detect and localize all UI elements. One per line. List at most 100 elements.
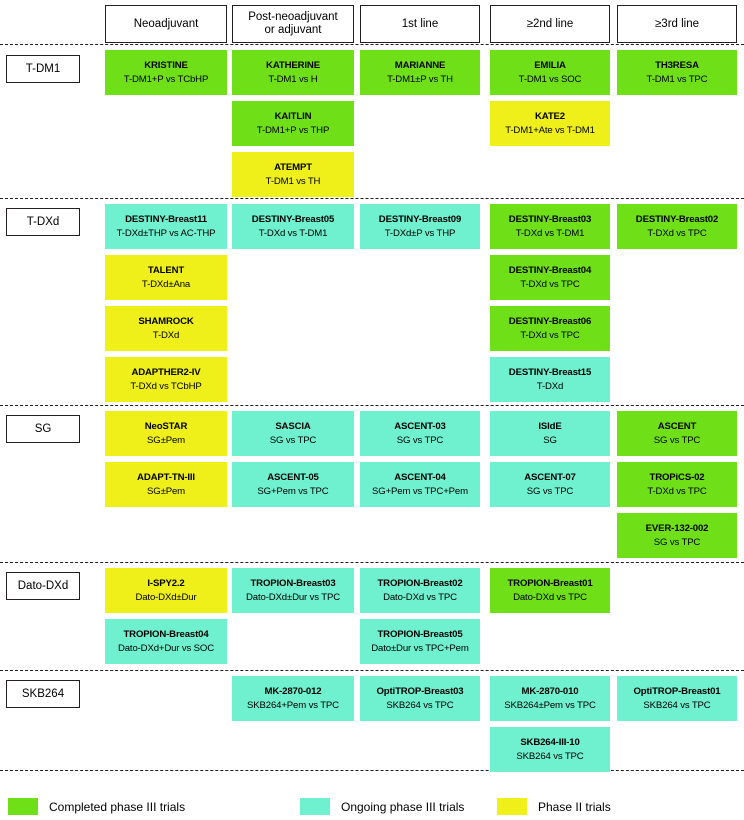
trial-name: I-SPY2.2 bbox=[147, 578, 185, 589]
trial-comparison: SKB264 vs TPC bbox=[516, 751, 584, 762]
trial-comparison: SKB264+Pem vs TPC bbox=[247, 700, 339, 711]
legend-swatch-phase2 bbox=[497, 798, 527, 815]
trial-comparison: Dato-DXd+Dur vs SOC bbox=[117, 643, 215, 654]
trial-name: DESTINY-Breast06 bbox=[508, 316, 592, 327]
trial-name: ASCENT-05 bbox=[267, 472, 319, 483]
trial-comparison: SG vs TPC bbox=[653, 435, 701, 446]
trial-comparison: SG vs TPC bbox=[396, 435, 444, 446]
row-label-skb264: SKB264 bbox=[6, 680, 80, 708]
trial-name: EMILIA bbox=[534, 60, 566, 71]
trial-comparison: SG+Pem vs TPC bbox=[257, 486, 329, 497]
legend-item-ongoing: Ongoing phase III trials bbox=[300, 798, 464, 815]
trial-cell-neostar: NeoSTAR SG±Pem bbox=[105, 411, 227, 456]
column-header-label: Neoadjuvant bbox=[133, 17, 199, 30]
trial-name: MK-2870-010 bbox=[521, 686, 579, 697]
row-label-t-dm1: T-DM1 bbox=[6, 55, 80, 83]
trial-name: ASCENT-07 bbox=[524, 472, 576, 483]
trial-comparison: Dato-DXd±Dur bbox=[135, 592, 197, 603]
trial-name: DESTINY-Breast09 bbox=[378, 214, 462, 225]
trial-comparison: Dato-DXd vs TPC bbox=[513, 592, 587, 603]
trial-comparison: T-DXd±P vs THP bbox=[384, 228, 456, 239]
trial-comparison: Dato-DXd vs TPC bbox=[383, 592, 457, 603]
trial-comparison: SG vs TPC bbox=[526, 486, 574, 497]
trial-name: MK-2870-012 bbox=[264, 686, 322, 697]
trial-name: KRISTINE bbox=[144, 60, 188, 71]
trial-comparison: SG+Pem vs TPC+Pem bbox=[372, 486, 468, 497]
trial-name: TROPION-Breast04 bbox=[123, 629, 209, 640]
trial-comparison: T-DXd vs TPC bbox=[520, 279, 580, 290]
trial-name: TROPION-Breast03 bbox=[250, 578, 336, 589]
trial-name: SHAMROCK bbox=[138, 316, 194, 327]
trial-comparison: T-DM1 vs SOC bbox=[518, 74, 582, 85]
trial-comparison: SG±Pem bbox=[147, 486, 185, 497]
header-divider bbox=[0, 44, 744, 45]
column-header-post-neoadjuvant-or-adjuvant: Post-neoadjuvant or adjuvant bbox=[232, 5, 354, 43]
trial-name: DESTINY-Breast05 bbox=[251, 214, 335, 225]
row-label-t-dxd: T-DXd bbox=[6, 208, 80, 236]
trial-name: NeoSTAR bbox=[144, 421, 188, 432]
trial-comparison: T-DM1 vs TPC bbox=[646, 74, 708, 85]
trial-name: OptiTROP-Breast03 bbox=[376, 686, 464, 697]
row-divider-t-dxd bbox=[0, 405, 744, 406]
row-label-text: T-DM1 bbox=[25, 63, 61, 75]
trial-comparison: SKB264 vs TPC bbox=[386, 700, 454, 711]
trial-comparison: T-DXd vs TPC bbox=[647, 486, 707, 497]
trial-name: SASCIA bbox=[275, 421, 311, 432]
trial-comparison: SG±Pem bbox=[147, 435, 185, 446]
trial-comparison: T-DM1 vs H bbox=[268, 74, 318, 85]
trial-name: OptiTROP-Breast01 bbox=[633, 686, 721, 697]
trial-cell-emilia: EMILIA T-DM1 vs SOC bbox=[490, 50, 610, 95]
trial-name: DESTINY-Breast15 bbox=[508, 367, 592, 378]
trial-comparison: T-DXd bbox=[536, 381, 564, 392]
trial-comparison: T-DXd±Ana bbox=[141, 279, 191, 290]
row-divider-sg bbox=[0, 562, 744, 563]
trial-cell-ascent: ASCENT SG vs TPC bbox=[617, 411, 737, 456]
row-label-text: Dato-DXd bbox=[17, 580, 69, 592]
trial-comparison: T-DM1+Ate vs T-DM1 bbox=[505, 125, 595, 136]
trial-comparison: T-DXd vs T-DM1 bbox=[258, 228, 328, 239]
trial-comparison: T-DXd vs T-DM1 bbox=[515, 228, 585, 239]
trial-comparison: SKB264 vs TPC bbox=[643, 700, 711, 711]
trial-name: KATE2 bbox=[535, 111, 565, 122]
row-label-sg: SG bbox=[6, 415, 80, 443]
trial-name: TROPiCS-02 bbox=[649, 472, 705, 483]
row-divider-dato-dxd bbox=[0, 670, 744, 671]
trial-comparison: T-DM1 vs TH bbox=[265, 176, 321, 187]
column-header-label: ≥3rd line bbox=[654, 17, 700, 30]
trial-comparison: T-DM1+P vs THP bbox=[256, 125, 330, 136]
trial-name: KAITLIN bbox=[274, 111, 312, 122]
column-header-label: ≥2nd line bbox=[526, 17, 574, 30]
legend-label-completed: Completed phase III trials bbox=[49, 799, 186, 814]
trial-name: ASCENT bbox=[657, 421, 697, 432]
trial-comparison: T-DXd±THP vs AC-THP bbox=[116, 228, 216, 239]
column-header-2nd-line: ≥2nd line bbox=[490, 5, 610, 43]
trial-name: ADAPTHER2-IV bbox=[131, 367, 201, 378]
trial-cell-kaitlin: KAITLIN T-DM1+P vs THP bbox=[232, 101, 354, 146]
row-label-text: T-DXd bbox=[26, 216, 60, 228]
trial-name: TROPION-Breast01 bbox=[507, 578, 593, 589]
legend-swatch-completed bbox=[8, 798, 38, 815]
